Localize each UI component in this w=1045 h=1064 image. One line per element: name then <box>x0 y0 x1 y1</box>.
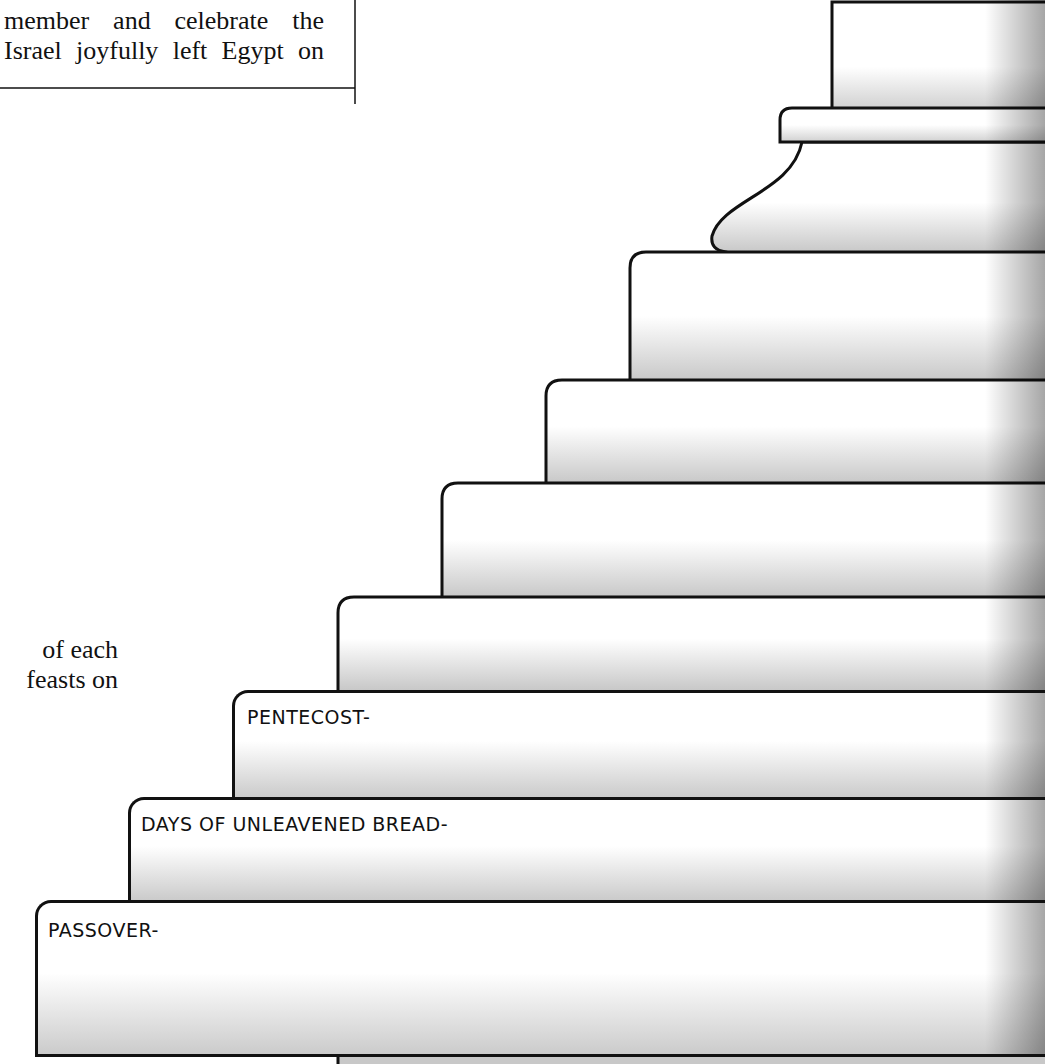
edge-shading <box>985 0 1045 690</box>
stair-step: PASSOVER- <box>35 900 1045 1057</box>
note-frame-line <box>354 0 356 104</box>
text-fragment: of each feasts on <box>8 635 118 695</box>
text-fragment: member and celebrate the Israel joyfully… <box>4 6 324 66</box>
step-label: PASSOVER- <box>48 919 159 941</box>
note-underline <box>0 87 355 89</box>
step-label: PENTECOST- <box>247 706 370 728</box>
step-label: DAYS OF UNLEAVENED BREAD- <box>141 813 448 835</box>
